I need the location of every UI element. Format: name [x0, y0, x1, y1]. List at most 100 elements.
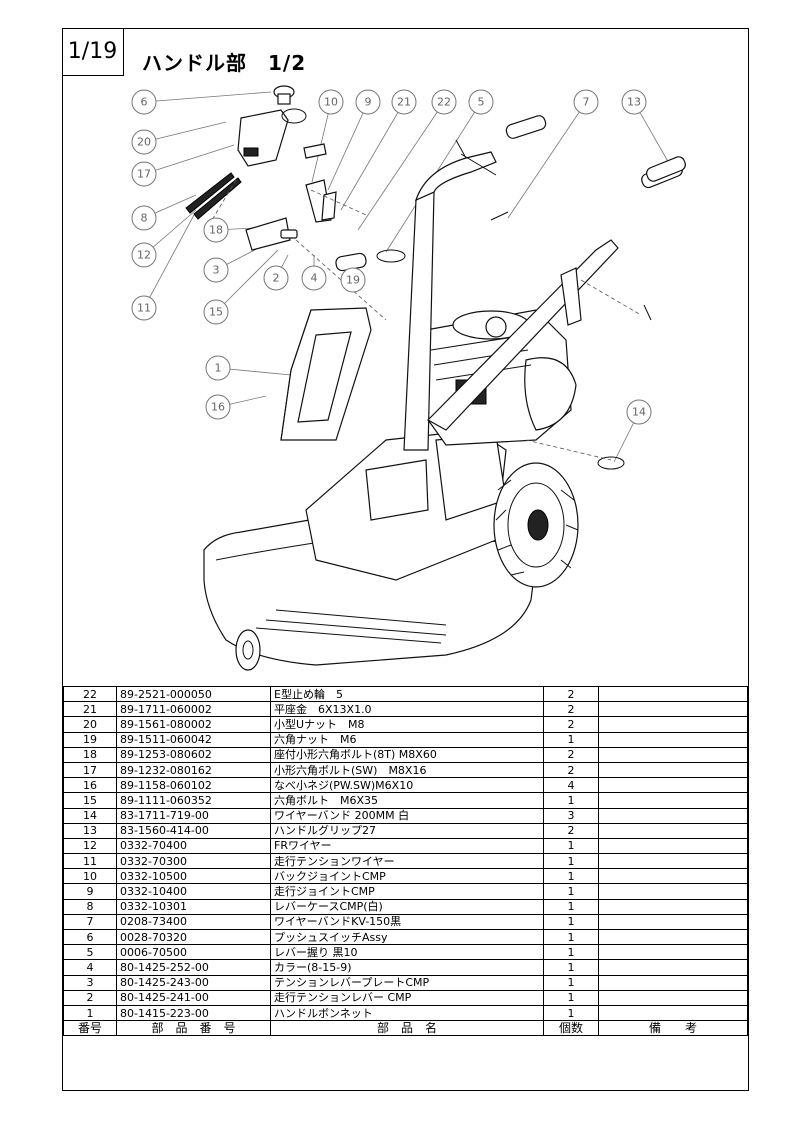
quantity-cell: 2	[543, 701, 599, 718]
item-number-cell: 17	[63, 761, 117, 779]
callout-15: 15	[203, 299, 229, 325]
quantity-cell: 1	[543, 1004, 599, 1022]
part-name-cell: 小型Uナット M8	[270, 716, 544, 733]
item-number-cell: 13	[63, 822, 117, 839]
part-number-cell: 83-1560-414-00	[116, 822, 271, 839]
part-number-cell: 0332-10500	[116, 868, 271, 885]
quantity-cell: 1	[543, 853, 599, 870]
remarks-cell	[598, 989, 748, 1006]
item-number-cell: 20	[63, 716, 117, 733]
part-name-cell: 小形六角ボルト(SW) M8X16	[270, 761, 544, 779]
callout-label: 14	[632, 406, 646, 419]
quantity-cell: 1	[543, 959, 599, 976]
chassis-drawing	[305, 429, 507, 581]
callout-10: 10	[318, 89, 344, 115]
header-number: 番号	[63, 1020, 117, 1037]
part-number-cell: 0332-70300	[116, 853, 271, 870]
quantity-cell: 2	[543, 822, 599, 839]
callout-8: 8	[131, 205, 157, 231]
item-number-cell: 7	[63, 913, 117, 931]
callout-leader-line	[143, 144, 235, 175]
part-number-cell: 80-1415-223-00	[116, 1004, 271, 1022]
callout-label: 3	[213, 264, 220, 277]
callout-16: 16	[205, 394, 231, 420]
quantity-cell: 2	[543, 746, 599, 763]
wheel-drawing	[493, 462, 579, 588]
part-name-cell: 走行テンションワイヤー	[270, 853, 544, 870]
part-number-cell: 80-1425-243-00	[116, 974, 271, 991]
part-number-cell: 0208-73400	[116, 913, 271, 931]
part-name-cell: 六角ボルト M6X35	[270, 792, 544, 809]
callout-leader-line	[215, 249, 279, 313]
callout-leader-line	[143, 91, 272, 103]
callout-9: 9	[355, 89, 381, 115]
callout-18: 18	[203, 217, 229, 243]
remarks-cell	[598, 944, 748, 961]
callout-label: 20	[137, 136, 151, 149]
item-number-cell: 10	[63, 868, 117, 885]
item-number-cell: 4	[63, 959, 117, 976]
quantity-cell: 3	[543, 807, 599, 824]
quantity-cell: 1	[543, 731, 599, 748]
callout-label: 10	[324, 96, 338, 109]
part-number-cell: 89-1232-080162	[116, 761, 271, 779]
handle-bonnet-drawing	[280, 307, 372, 441]
remarks-cell	[598, 807, 748, 824]
part-number-cell: 83-1711-719-00	[116, 807, 271, 824]
part-number-cell: 80-1425-252-00	[116, 959, 271, 976]
header-remarks: 備 考	[598, 1020, 748, 1037]
quantity-cell: 1	[543, 928, 599, 946]
part-name-cell: プッシュスイッチAssy	[270, 928, 544, 946]
callout-2: 2	[263, 265, 289, 291]
item-number-cell: 3	[63, 974, 117, 991]
callout-20: 20	[131, 129, 157, 155]
part-name-cell: バックジョイントCMP	[270, 868, 544, 885]
callout-leader-line	[311, 101, 332, 183]
callout-11: 11	[131, 295, 157, 321]
item-number-cell: 9	[63, 883, 117, 900]
quantity-cell: 1	[543, 792, 599, 809]
remarks-cell	[598, 898, 748, 915]
callout-label: 6	[141, 96, 148, 109]
callout-label: 13	[627, 96, 641, 109]
item-number-cell: 5	[63, 944, 117, 961]
remarks-cell	[598, 913, 748, 931]
item-number-cell: 19	[63, 731, 117, 748]
callout-leader-line	[357, 101, 445, 231]
part-number-cell: 0332-10400	[116, 883, 271, 900]
part-number-cell: 0028-70320	[116, 928, 271, 946]
remarks-cell	[598, 761, 748, 779]
callout-label: 2	[273, 272, 280, 285]
item-number-cell: 15	[63, 792, 117, 809]
callout-label: 21	[397, 96, 411, 109]
part-number-cell: 0006-70500	[116, 944, 271, 961]
callout-1: 1	[205, 355, 231, 381]
callout-6: 6	[131, 89, 157, 115]
page-title: ハンドル部 1/2	[142, 51, 307, 75]
quantity-cell: 1	[543, 898, 599, 915]
part-name-cell: カラー(8-15-9)	[270, 959, 544, 976]
callout-7: 7	[573, 89, 599, 115]
quantity-cell: 2	[543, 761, 599, 779]
handle-bars-drawing	[403, 115, 686, 451]
remarks-cell	[598, 731, 748, 748]
part-number-cell: 89-1111-060352	[116, 792, 271, 809]
part-name-cell: 六角ナット M6	[270, 731, 544, 748]
callout-13: 13	[621, 89, 647, 115]
